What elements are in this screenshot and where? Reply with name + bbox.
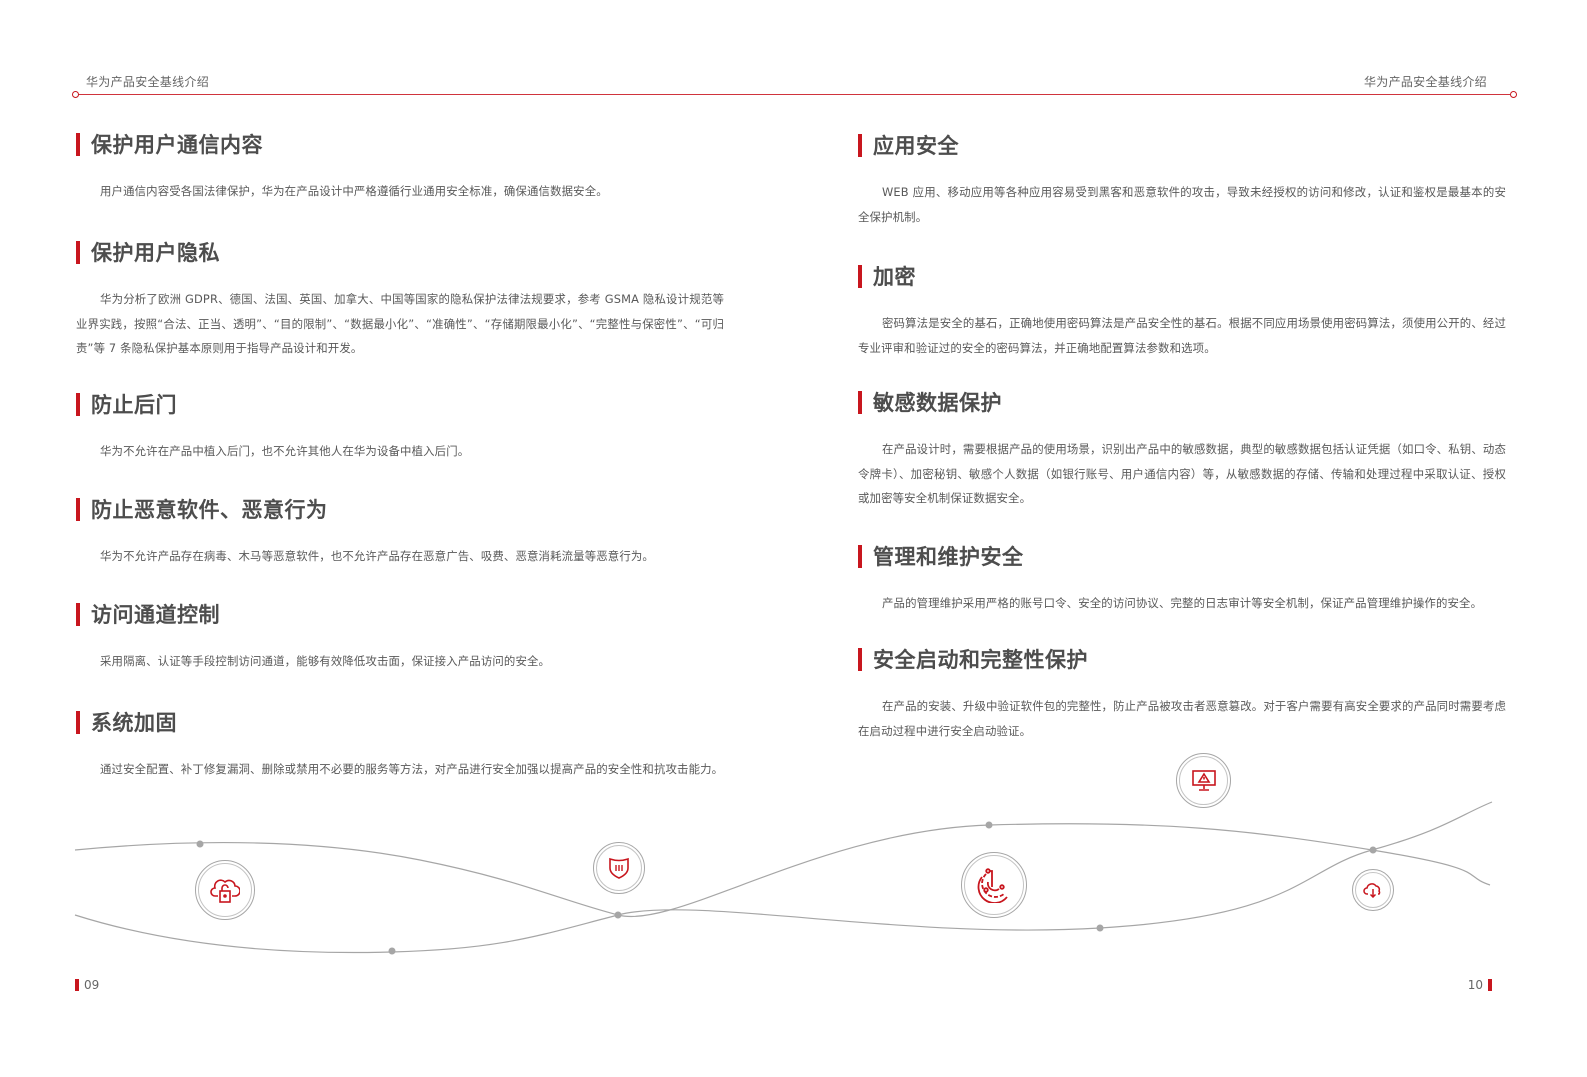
title-accent-bar (76, 602, 80, 626)
section-encryption: 加密 密码算法是安全的基石，正确地使用密码算法是产品安全性的基石。根据不同应用场… (858, 264, 1506, 360)
title-accent-bar (858, 390, 862, 414)
section-body: 密码算法是安全的基石，正确地使用密码算法是产品安全性的基石。根据不同应用场景使用… (858, 316, 1506, 355)
section-title: 管理和维护安全 (858, 544, 1506, 569)
section-title: 安全启动和完整性保护 (858, 647, 1506, 672)
cloud-lock-badge (195, 860, 255, 920)
section-title: 保护用户隐私 (76, 240, 724, 265)
section-protect-communication: 保护用户通信内容 用户通信内容受各国法律保护，华为在产品设计中严格遵循行业通用安… (76, 132, 724, 204)
section-body: 采用隔离、认证等手段控制访问通道，能够有效降低攻击面，保证接入产品访问的安全。 (100, 654, 551, 668)
section-title: 防止恶意软件、恶意行为 (76, 497, 724, 522)
header-rule (78, 94, 1510, 95)
section-title-text: 敏感数据保护 (873, 391, 1002, 415)
radar-badge (961, 852, 1027, 918)
section-title: 访问通道控制 (76, 602, 724, 627)
title-accent-bar (76, 497, 80, 521)
cloud-download-icon (1363, 883, 1381, 898)
cloud-lock-icon (210, 879, 240, 903)
section-title: 防止后门 (76, 392, 724, 417)
section-body: 用户通信内容受各国法律保护，华为在产品设计中严格遵循行业通用安全标准，确保通信数… (100, 184, 608, 198)
section-body: 通过安全配置、补丁修复漏洞、删除或禁用不必要的服务等方法，对产品进行安全加强以提… (100, 762, 724, 776)
section-title: 敏感数据保护 (858, 390, 1506, 415)
section-title-text: 防止后门 (91, 393, 177, 417)
section-title-text: 应用安全 (873, 134, 959, 158)
section-management-security: 管理和维护安全 产品的管理维护采用严格的账号口令、安全的访问协议、完整的日志审计… (858, 544, 1506, 616)
section-title-text: 访问通道控制 (91, 603, 220, 627)
shield-badge (593, 842, 645, 894)
section-body: 在产品设计时，需要根据产品的使用场景，识别出产品中的敏感数据，典型的敏感数据包括… (858, 442, 1506, 505)
section-title-text: 保护用户隐私 (91, 241, 220, 265)
running-head-right: 华为产品安全基线介绍 (1363, 75, 1487, 89)
title-accent-bar (76, 710, 80, 734)
rule-end-dot-right (1510, 91, 1517, 98)
radar-icon (977, 868, 1008, 903)
section-title: 系统加固 (76, 710, 724, 735)
section-body: 产品的管理维护采用严格的账号口令、安全的访问协议、完整的日志审计等安全机制，保证… (882, 596, 1483, 610)
title-accent-bar (76, 392, 80, 416)
section-body: 华为不允许在产品中植入后门，也不允许其他人在华为设备中植入后门。 (100, 444, 470, 458)
page-number-text: 10 (1467, 978, 1483, 992)
section-access-control: 访问通道控制 采用隔离、认证等手段控制访问通道，能够有效降低攻击面，保证接入产品… (76, 602, 724, 674)
section-title-text: 安全启动和完整性保护 (873, 648, 1088, 672)
title-accent-bar (858, 544, 862, 568)
section-application-security: 应用安全 WEB 应用、移动应用等各种应用容易受到黑客和恶意软件的攻击，导致未经… (858, 133, 1506, 229)
section-sensitive-data: 敏感数据保护 在产品设计时，需要根据产品的使用场景，识别出产品中的敏感数据，典型… (858, 390, 1506, 511)
section-prevent-backdoor: 防止后门 华为不允许在产品中植入后门，也不允许其他人在华为设备中植入后门。 (76, 392, 724, 464)
title-accent-bar (858, 133, 862, 157)
running-head-left: 华为产品安全基线介绍 (86, 75, 210, 89)
section-title-text: 系统加固 (91, 711, 177, 735)
section-body: 在产品的安装、升级中验证软件包的完整性，防止产品被攻击者恶意篡改。对于客户需要有… (858, 699, 1506, 738)
rule-end-dot-left (72, 91, 79, 98)
page-number-mark (75, 979, 79, 991)
section-title: 应用安全 (858, 133, 1506, 158)
title-accent-bar (858, 264, 862, 288)
page-number-right: 10 (1468, 978, 1492, 992)
shield-icon (609, 857, 629, 879)
title-accent-bar (858, 647, 862, 671)
section-body: WEB 应用、移动应用等各种应用容易受到黑客和恶意软件的攻击，导致未经授权的访问… (858, 185, 1506, 224)
monitor-warning-badge (1176, 753, 1231, 808)
section-system-hardening: 系统加固 通过安全配置、补丁修复漏洞、删除或禁用不必要的服务等方法，对产品进行安… (76, 710, 724, 782)
section-title-text: 加密 (873, 265, 916, 289)
section-title: 加密 (858, 264, 1506, 289)
section-body: 华为分析了欧洲 GDPR、德国、法国、英国、加拿大、中国等国家的隐私保护法律法规… (76, 292, 724, 355)
page-number-mark (1488, 979, 1492, 991)
cloud-download-badge (1352, 869, 1394, 911)
monitor-warning-icon (1191, 769, 1216, 791)
section-prevent-malware: 防止恶意软件、恶意行为 华为不允许产品存在病毒、木马等恶意软件，也不允许产品存在… (76, 497, 724, 569)
section-title-text: 保护用户通信内容 (91, 133, 263, 157)
section-secure-boot: 安全启动和完整性保护 在产品的安装、升级中验证软件包的完整性，防止产品被攻击者恶… (858, 647, 1506, 743)
section-title: 保护用户通信内容 (76, 132, 724, 157)
title-accent-bar (76, 240, 80, 264)
decorative-wave-lines (74, 801, 1493, 955)
page-number-text: 09 (84, 978, 100, 992)
section-protect-privacy: 保护用户隐私 华为分析了欧洲 GDPR、德国、法国、英国、加拿大、中国等国家的隐… (76, 240, 724, 361)
page-number-left: 09 (75, 978, 99, 992)
section-title-text: 防止恶意软件、恶意行为 (91, 498, 328, 522)
section-title-text: 管理和维护安全 (873, 545, 1024, 569)
title-accent-bar (76, 132, 80, 156)
section-body: 华为不允许产品存在病毒、木马等恶意软件，也不允许产品存在恶意广告、吸费、恶意消耗… (100, 549, 654, 563)
